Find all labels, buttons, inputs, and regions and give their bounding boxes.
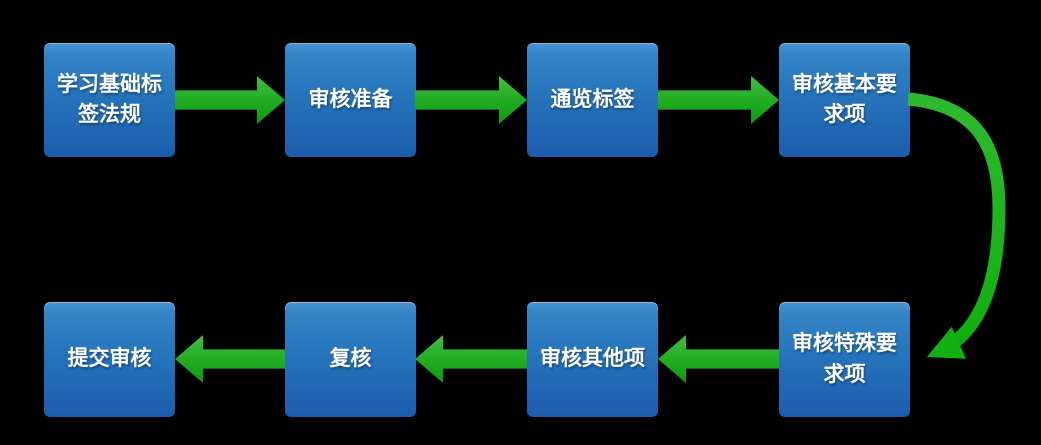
arrow-right-icon [658, 76, 779, 124]
flow-step-review-preparation: 审核准备 [285, 43, 416, 157]
flow-step-learn-label-regulations: 学习基础标签法规 [44, 43, 175, 157]
flow-step-submit-review: 提交审核 [44, 302, 175, 417]
flow-step-review-special-requirements: 审核特殊要求项 [779, 302, 910, 417]
flow-step-review-other-items: 审核其他项 [527, 302, 658, 417]
arrow-left-icon [658, 335, 779, 383]
flow-step-browse-labels: 通览标签 [527, 43, 658, 157]
arrow-right-icon [415, 76, 527, 124]
arrow-right-icon [175, 76, 285, 124]
arrow-left-icon [175, 335, 285, 383]
flow-step-review-basic-requirements: 审核基本要求项 [779, 43, 910, 157]
flow-step-recheck: 复核 [285, 302, 416, 417]
arrow-left-icon [415, 335, 527, 383]
